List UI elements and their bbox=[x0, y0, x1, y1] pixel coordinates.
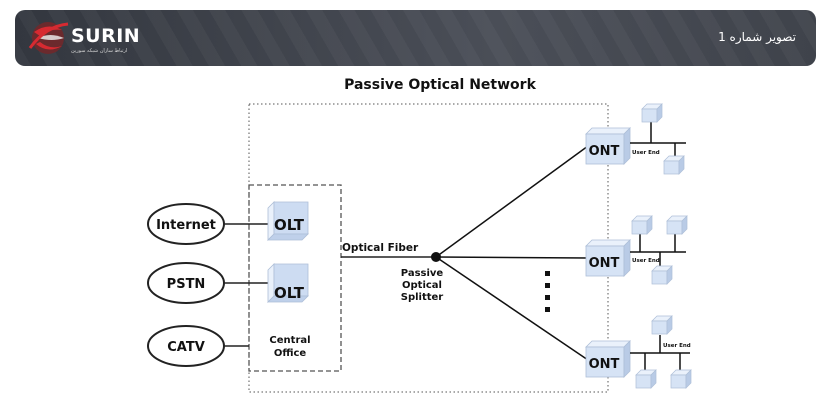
ont-2: ONT bbox=[585, 239, 631, 277]
splitter-label-1: Passive bbox=[401, 268, 444, 279]
source-catv: CATV bbox=[147, 325, 225, 367]
fiber-to-ont-1 bbox=[435, 145, 589, 258]
splitter-label-3: Splitter bbox=[401, 292, 444, 303]
olt-lower: OLT bbox=[267, 263, 309, 303]
user-device bbox=[631, 215, 653, 235]
olt-upper: OLT bbox=[267, 201, 309, 241]
brand-name: SURIN bbox=[71, 25, 141, 47]
user-end-label-1: User End bbox=[632, 150, 660, 156]
central-office-label-1: Central bbox=[269, 335, 310, 346]
more-onts-dots bbox=[545, 271, 550, 312]
central-office-label-2: Office bbox=[274, 348, 307, 359]
ont-1-label: ONT bbox=[589, 144, 620, 159]
fiber-to-ont-2 bbox=[435, 256, 589, 259]
user-device bbox=[670, 369, 692, 389]
splitter-label-2: Optical bbox=[402, 280, 442, 291]
user-device bbox=[666, 215, 688, 235]
optical-fiber-label: Optical Fiber bbox=[342, 242, 419, 254]
diagram-title: Passive Optical Network bbox=[344, 77, 536, 93]
source-pstn-label: PSTN bbox=[167, 277, 206, 292]
user-end-label-3: User End bbox=[663, 343, 691, 349]
user-end-group-2: User End bbox=[630, 215, 688, 285]
source-pstn: PSTN bbox=[147, 262, 225, 304]
ont-1: ONT bbox=[585, 127, 631, 165]
ont-2-label: ONT bbox=[589, 256, 620, 271]
user-end-label-2: User End bbox=[632, 258, 660, 264]
source-catv-label: CATV bbox=[167, 340, 205, 355]
header-pattern bbox=[15, 10, 816, 66]
source-internet: Internet bbox=[147, 203, 225, 245]
central-office-boundary bbox=[248, 184, 342, 372]
user-device bbox=[651, 315, 673, 335]
user-device bbox=[635, 369, 657, 389]
ont-3-label: ONT bbox=[589, 357, 620, 372]
ont-3: ONT bbox=[585, 340, 631, 378]
user-end-group-3: User End bbox=[630, 315, 692, 389]
user-device bbox=[651, 265, 673, 285]
brand-subtitle: ارتباط سازان شبکه سورین bbox=[71, 48, 128, 54]
surin-logo: SURIN ارتباط سازان شبکه سورین bbox=[28, 18, 141, 58]
olt-upper-label: OLT bbox=[274, 216, 305, 234]
user-device bbox=[641, 103, 663, 123]
header-bar: SURIN ارتباط سازان شبکه سورین تصویر شمار… bbox=[15, 10, 816, 66]
fiber-to-ont-3 bbox=[435, 256, 589, 361]
user-end-group-1: User End bbox=[630, 103, 686, 175]
olt-lower-label: OLT bbox=[274, 284, 305, 302]
figure-caption: تصویر شماره 1 bbox=[718, 30, 796, 44]
source-internet-label: Internet bbox=[156, 218, 216, 233]
logo-globe-icon bbox=[28, 22, 69, 54]
user-device bbox=[663, 155, 685, 175]
